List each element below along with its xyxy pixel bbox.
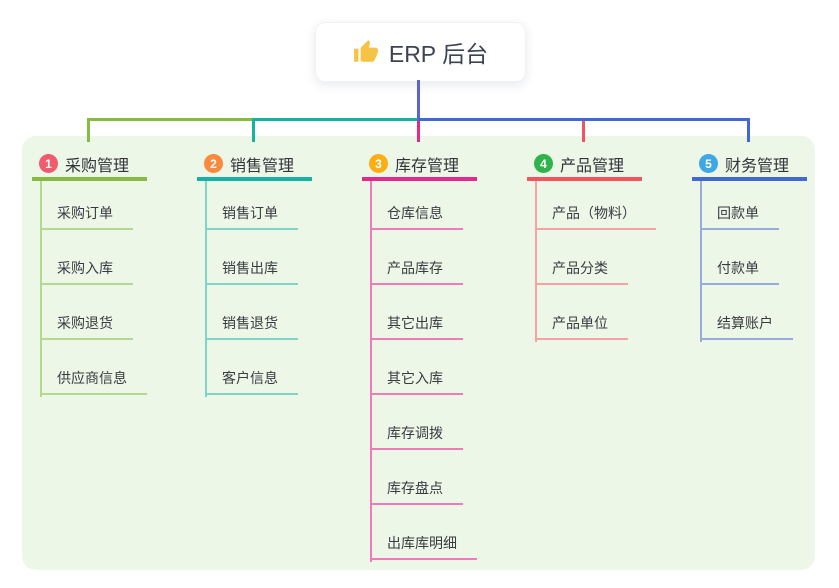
connector-horizontal-left [87,118,252,121]
branch-badge-4: 4 [534,154,553,173]
connector-drop-branch-3 [417,121,420,142]
branch-badge-1: 1 [39,154,58,173]
branch-label: 销售管理 [230,157,295,175]
branch-badge-2: 2 [204,154,223,173]
root-node-label: ERP 后台 [388,41,489,67]
branch-label: 产品管理 [560,157,625,175]
child-node[interactable]: 出库库明细 [370,532,477,560]
child-node[interactable]: 供应商信息 [40,367,147,395]
child-node[interactable]: 其它出库 [370,312,463,340]
branch-trunk-line-1 [40,181,42,397]
connector-drop-branch-2 [252,121,255,142]
connector-horizontal-right [417,118,750,121]
branch-label: 财务管理 [725,157,790,175]
thumbs-up-icon [353,39,379,65]
child-node[interactable]: 产品库存 [370,257,463,285]
child-node[interactable]: 产品（物料） [535,202,656,230]
branches-panel [22,136,815,570]
branch-trunk-line-5 [700,181,702,342]
branch-badge-5: 5 [699,154,718,173]
child-node[interactable]: 销售订单 [205,202,298,230]
child-node[interactable]: 采购退货 [40,312,133,340]
connector-drop-branch-5 [747,121,750,142]
child-node[interactable]: 回款单 [700,202,779,230]
root-connector-vertical [417,80,420,121]
branch-node-4[interactable]: 4 产品管理 [527,150,642,181]
connector-drop-branch-4 [582,121,585,142]
child-node[interactable]: 结算账户 [700,312,793,340]
branch-trunk-line-4 [535,181,537,342]
branch-label: 库存管理 [395,157,460,175]
child-node[interactable]: 客户信息 [205,367,298,395]
branch-trunk-line-3 [370,181,372,562]
branch-node-5[interactable]: 5 财务管理 [692,150,807,181]
child-node[interactable]: 销售出库 [205,257,298,285]
branch-node-3[interactable]: 3 库存管理 [362,150,477,181]
branch-node-2[interactable]: 2 销售管理 [197,150,312,181]
connector-drop-branch-1 [87,121,90,142]
connector-horizontal-middle [252,118,417,121]
child-node[interactable]: 仓库信息 [370,202,463,230]
child-node[interactable]: 产品单位 [535,312,628,340]
child-node[interactable]: 产品分类 [535,257,628,285]
child-node[interactable]: 其它入库 [370,367,463,395]
branch-node-1[interactable]: 1 采购管理 [32,150,147,181]
branch-trunk-line-2 [205,181,207,397]
child-node[interactable]: 库存调拨 [370,422,463,450]
child-node[interactable]: 销售退货 [205,312,298,340]
branch-label: 采购管理 [65,157,130,175]
child-node[interactable]: 库存盘点 [370,477,463,505]
child-node[interactable]: 采购订单 [40,202,133,230]
root-node-erp[interactable]: ERP 后台 [315,22,526,82]
child-node[interactable]: 采购入库 [40,257,133,285]
child-node[interactable]: 付款单 [700,257,779,285]
branch-badge-3: 3 [369,154,388,173]
